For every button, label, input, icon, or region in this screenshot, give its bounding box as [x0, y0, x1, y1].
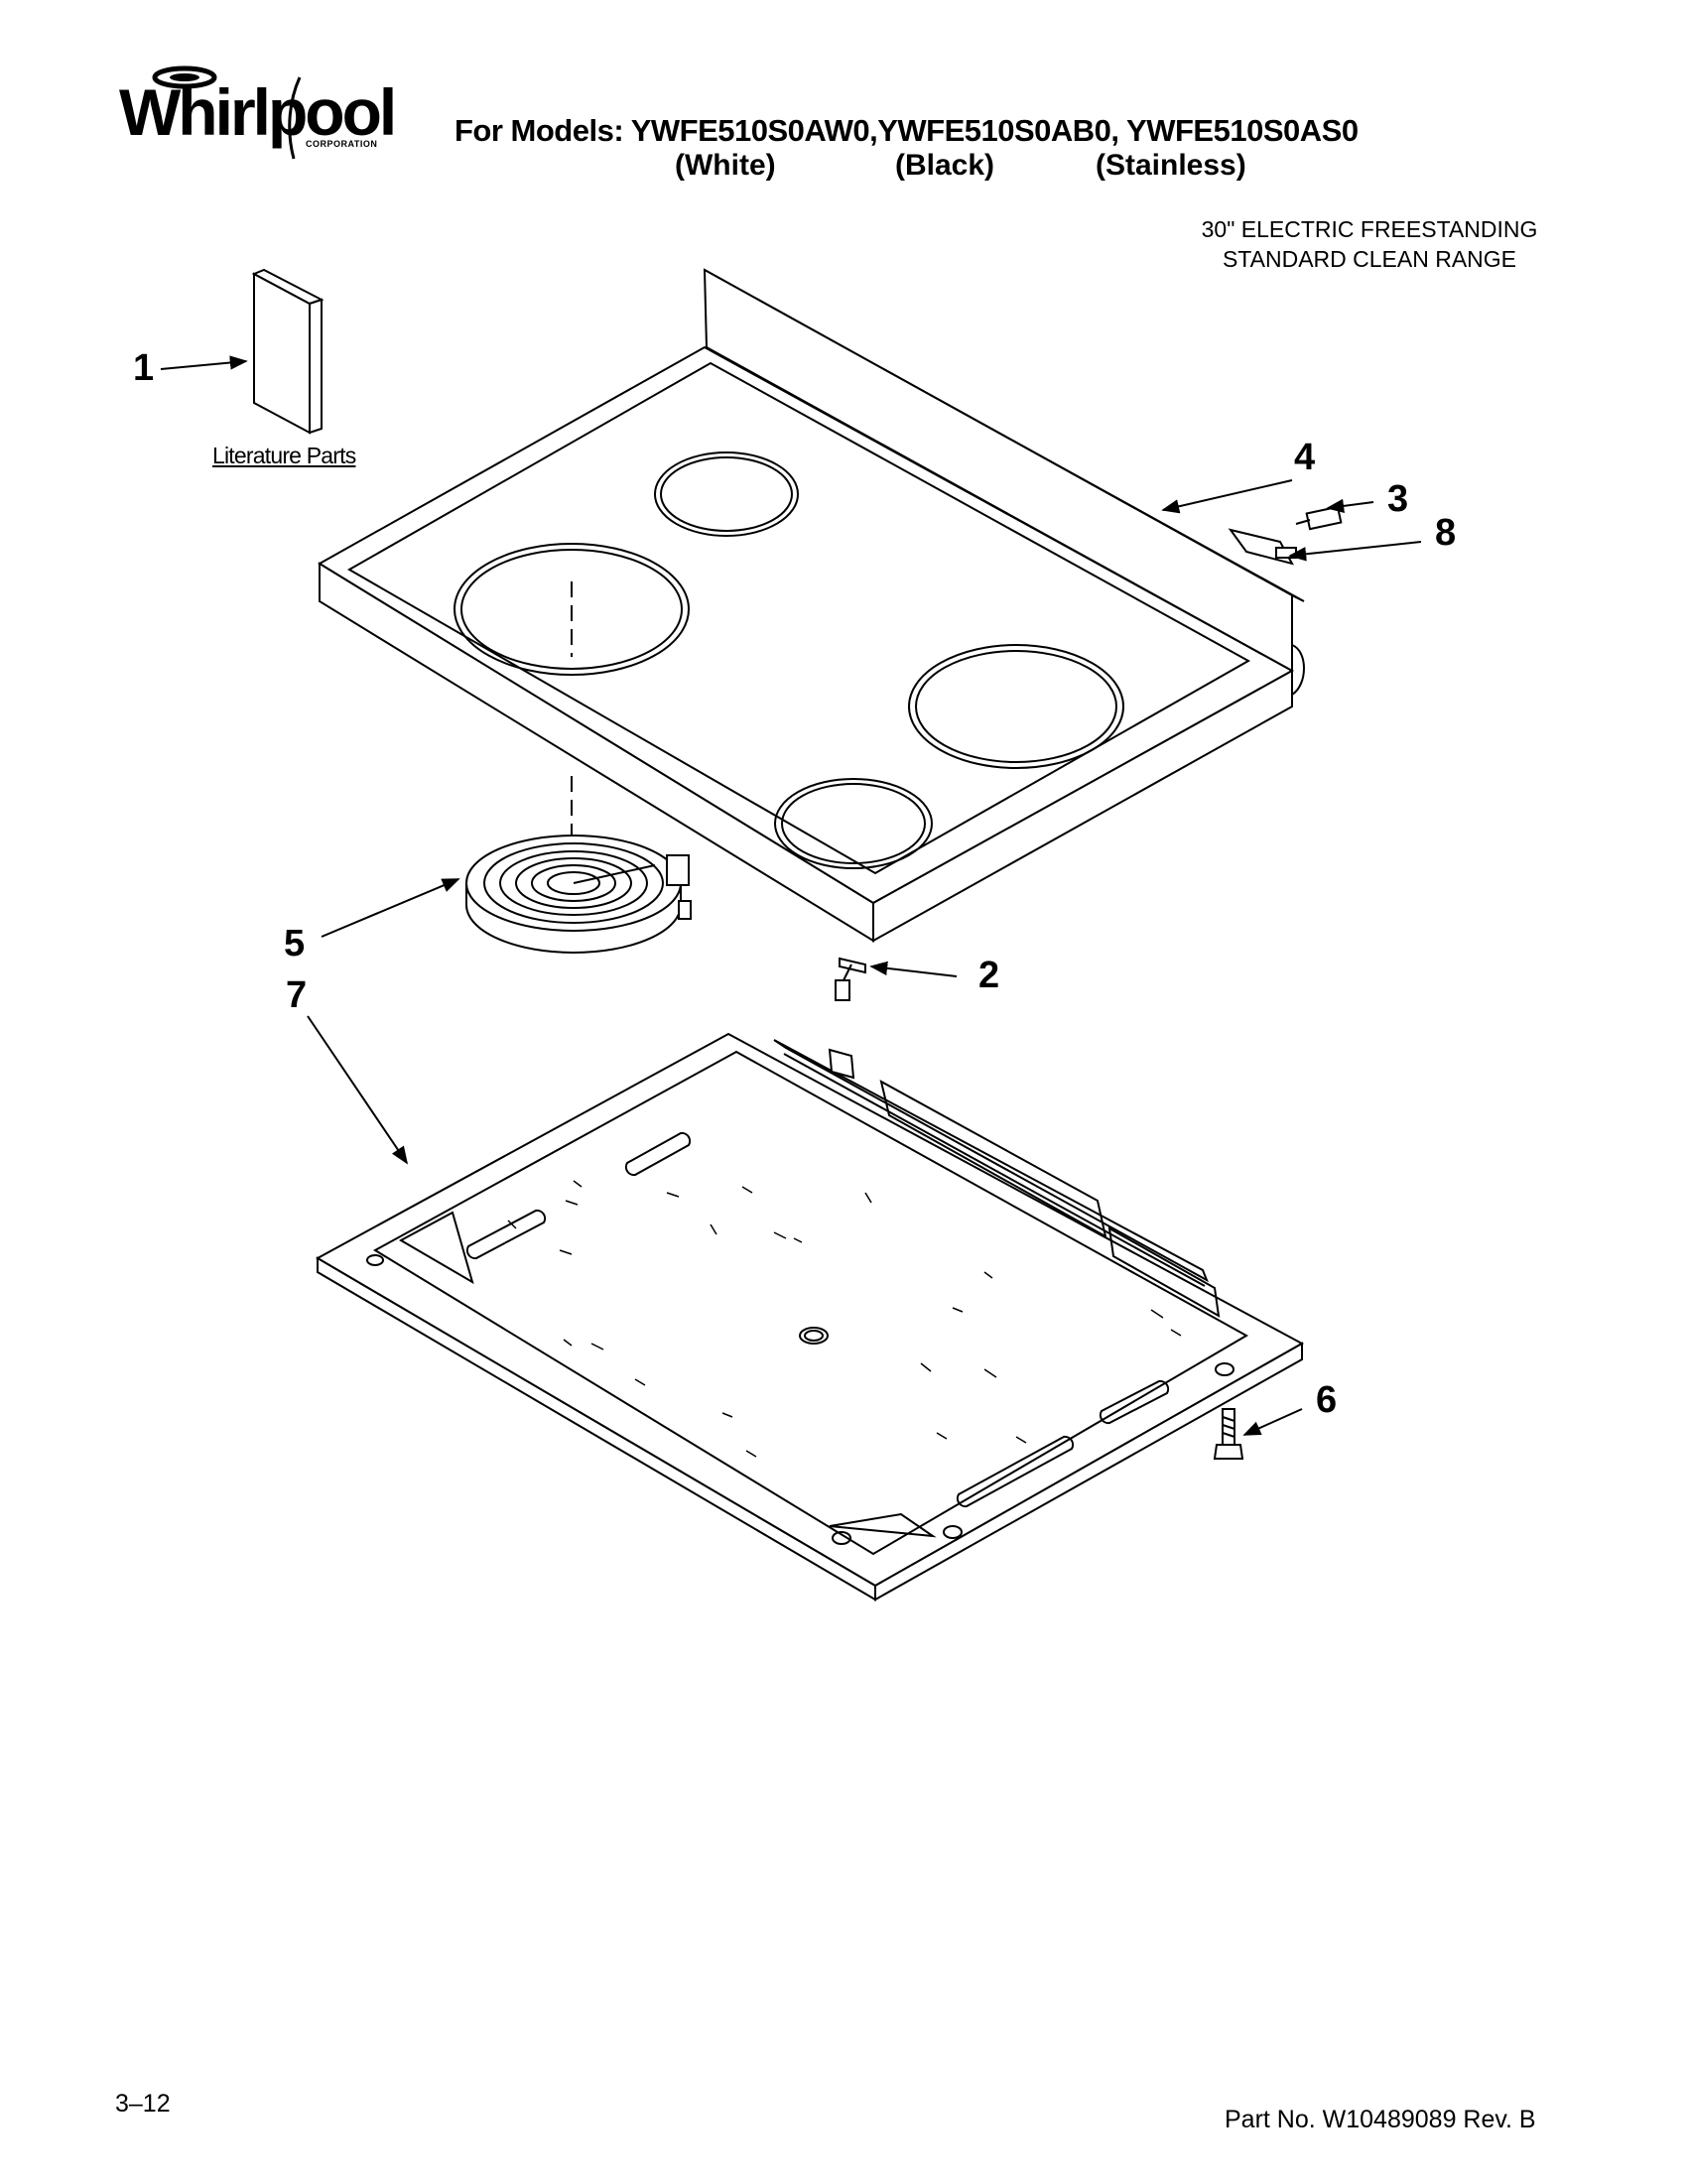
leader-3: [1326, 498, 1373, 514]
radiant-element-drawing: [466, 835, 691, 953]
subtitle-line-2: STANDARD CLEAN RANGE: [1222, 246, 1517, 272]
models-line: For Models: YWFE510S0AW0,YWFE510S0AB0, Y…: [454, 113, 1359, 148]
leader-5: [322, 879, 460, 937]
callout-2: 2: [978, 955, 1000, 996]
diagram-subtitle: 30" ELECTRIC FREESTANDING STANDARD CLEAN…: [1161, 214, 1578, 274]
callout-3: 3: [1387, 478, 1409, 520]
bottom-screw-drawing: [1215, 1409, 1242, 1459]
leader-7: [308, 1016, 409, 1165]
literature-parts-label: Literature Parts: [212, 443, 356, 468]
callout-1: 1: [133, 347, 155, 389]
leader-4: [1161, 480, 1292, 514]
logo-swirl-icon: [152, 65, 302, 160]
logo-wordmark: Whirlpool: [119, 75, 397, 149]
callout-4: 4: [1294, 437, 1316, 478]
logo-subline: CORPORATION: [306, 139, 378, 149]
variant-black: (Black): [895, 149, 995, 182]
callout-7: 7: [286, 974, 308, 1016]
leader-1: [161, 355, 248, 369]
part-number: Part No. W10489089 Rev. B: [1225, 2106, 1536, 2133]
literature-booklet-drawing: [254, 270, 322, 433]
variant-stainless: (Stainless): [1096, 149, 1246, 182]
leader-2: [869, 961, 957, 976]
screw-and-bracket-drawing: [1231, 507, 1341, 564]
callout-leader-lines: [161, 355, 1421, 1435]
whirlpool-logo: Whirlpool CORPORATION: [117, 60, 397, 164]
callout-8: 8: [1435, 512, 1457, 554]
leader-8: [1288, 542, 1421, 562]
variant-white: (White): [675, 149, 776, 182]
page-number: 3–12: [115, 2090, 171, 2118]
callout-6: 6: [1316, 1379, 1338, 1421]
burner-box-drawing: [318, 1034, 1302, 1600]
leader-6: [1242, 1409, 1302, 1435]
subtitle-line-1: 30" ELECTRIC FREESTANDING: [1201, 216, 1538, 242]
cooktop-drawing: [320, 270, 1304, 941]
callout-5: 5: [284, 923, 306, 964]
sensor-clip-drawing: [836, 959, 865, 1000]
